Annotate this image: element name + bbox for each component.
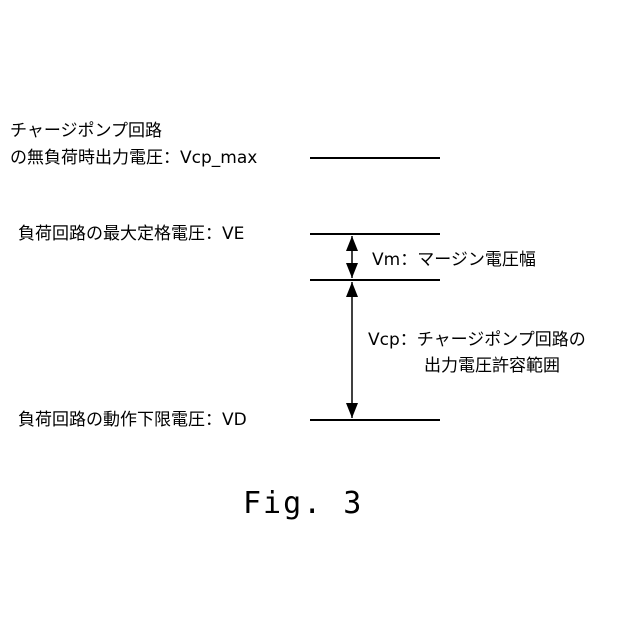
vm-double-arrow (346, 236, 358, 278)
label-vd: 負荷回路の動作下限電圧：VD (18, 410, 247, 430)
figure-caption: Fig. 3 (243, 486, 363, 521)
vcp-double-arrow (346, 282, 358, 418)
label-vm: Vm：マージン電圧幅 (372, 250, 536, 270)
label-vcp-line2: 出力電圧許容範囲 (424, 356, 560, 376)
label-ve: 負荷回路の最大定格電圧：VE (18, 224, 244, 244)
label-vcp-max-line2: の無負荷時出力電圧：Vcp_max (10, 148, 257, 168)
label-vcp-max-line1: チャージポンプ回路 (10, 121, 162, 141)
label-vcp-line1: Vcp：チャージポンプ回路の (368, 330, 586, 350)
